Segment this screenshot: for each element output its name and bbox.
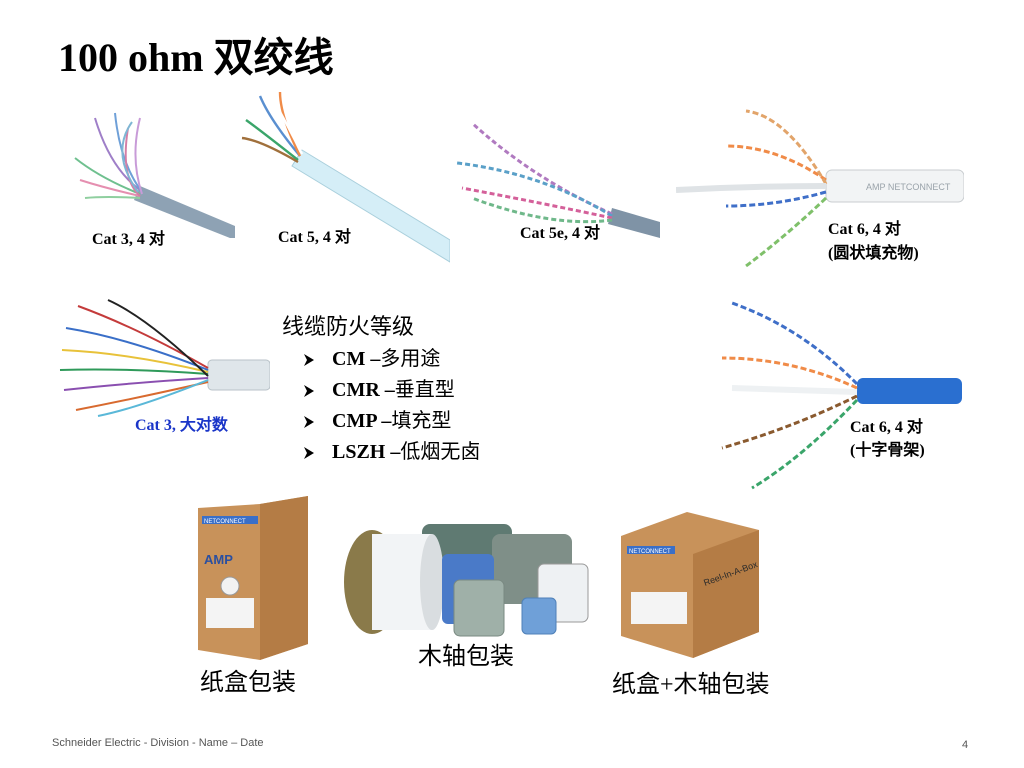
rating-text: 多用途: [380, 348, 441, 370]
rating-item: CMR –垂直型: [304, 375, 572, 406]
fire-ratings-list: 线缆防火等级 CM –多用途 CMR –垂直型 CMP –填充型 LSZH –低…: [282, 312, 572, 468]
cat3-multipair-cable-photo: [59, 299, 270, 417]
cat5e-cable-photo: [456, 121, 660, 238]
reel-caption: 木轴包装: [418, 644, 514, 670]
reel-in-box-photo: NETCONNECT Reel-In-A-Box: [621, 512, 759, 658]
box-amp-logo: AMP: [204, 552, 233, 567]
rating-text: 低烟无卤: [400, 441, 481, 463]
rating-item: CM –多用途: [304, 344, 572, 375]
slide-title: 100 ohm 双绞线: [58, 35, 334, 80]
box-reel-caption: 纸盒+木轴包装: [612, 672, 770, 698]
arrow-bullet-icon: [304, 353, 314, 366]
cat6-round-cable-photo: AMP NETCONNECT: [676, 109, 964, 268]
cat5-caption: Cat 5, 4 对: [278, 229, 351, 246]
box-caption: 纸盒包装: [200, 670, 296, 696]
cat3-cable-photo: [74, 112, 235, 238]
cat3-multipair-caption: Cat 3, 大对数: [135, 417, 228, 434]
rating-text: 垂直型: [394, 379, 455, 401]
cat6-cross-cable-photo: [721, 301, 962, 490]
fire-ratings-heading: 线缆防火等级: [282, 314, 415, 339]
rating-text: 填充型: [391, 410, 452, 432]
cat5-cable-photo: [241, 91, 450, 263]
cat3-caption: Cat 3, 4 对: [92, 231, 165, 248]
rating-code: CMP –: [332, 410, 392, 432]
arrow-bullet-icon: [304, 384, 314, 397]
rating-code: LSZH –: [332, 441, 401, 463]
cat6-cross-caption-line1: Cat 6, 4 对: [850, 419, 923, 436]
arrow-bullet-icon: [304, 415, 314, 428]
cable-reels-photo: [344, 524, 589, 637]
rating-code: CM –: [332, 348, 381, 370]
arrow-bullet-icon: [304, 446, 314, 459]
rating-item: CMP –填充型: [304, 406, 572, 437]
page-number: 4: [962, 739, 969, 751]
svg-text:AMP NETCONNECT: AMP NETCONNECT: [866, 182, 951, 192]
cardboard-box-photo: NETCONNECT AMP: [198, 496, 308, 660]
cat6-round-caption-line1: Cat 6, 4 对: [828, 221, 901, 238]
cat6-round-caption-line2: (圆状填充物): [828, 245, 919, 262]
cat6-cross-caption-line2: (十字骨架): [850, 442, 925, 459]
slide-footer: Schneider Electric - Division - Name – D…: [52, 737, 264, 749]
rating-item: LSZH –低烟无卤: [304, 437, 572, 468]
rating-code: CMR –: [332, 379, 395, 401]
reel-box-brand-label: NETCONNECT: [629, 549, 671, 555]
cat5e-caption: Cat 5e, 4 对: [520, 225, 600, 242]
box-brand-label: NETCONNECT: [204, 519, 246, 525]
